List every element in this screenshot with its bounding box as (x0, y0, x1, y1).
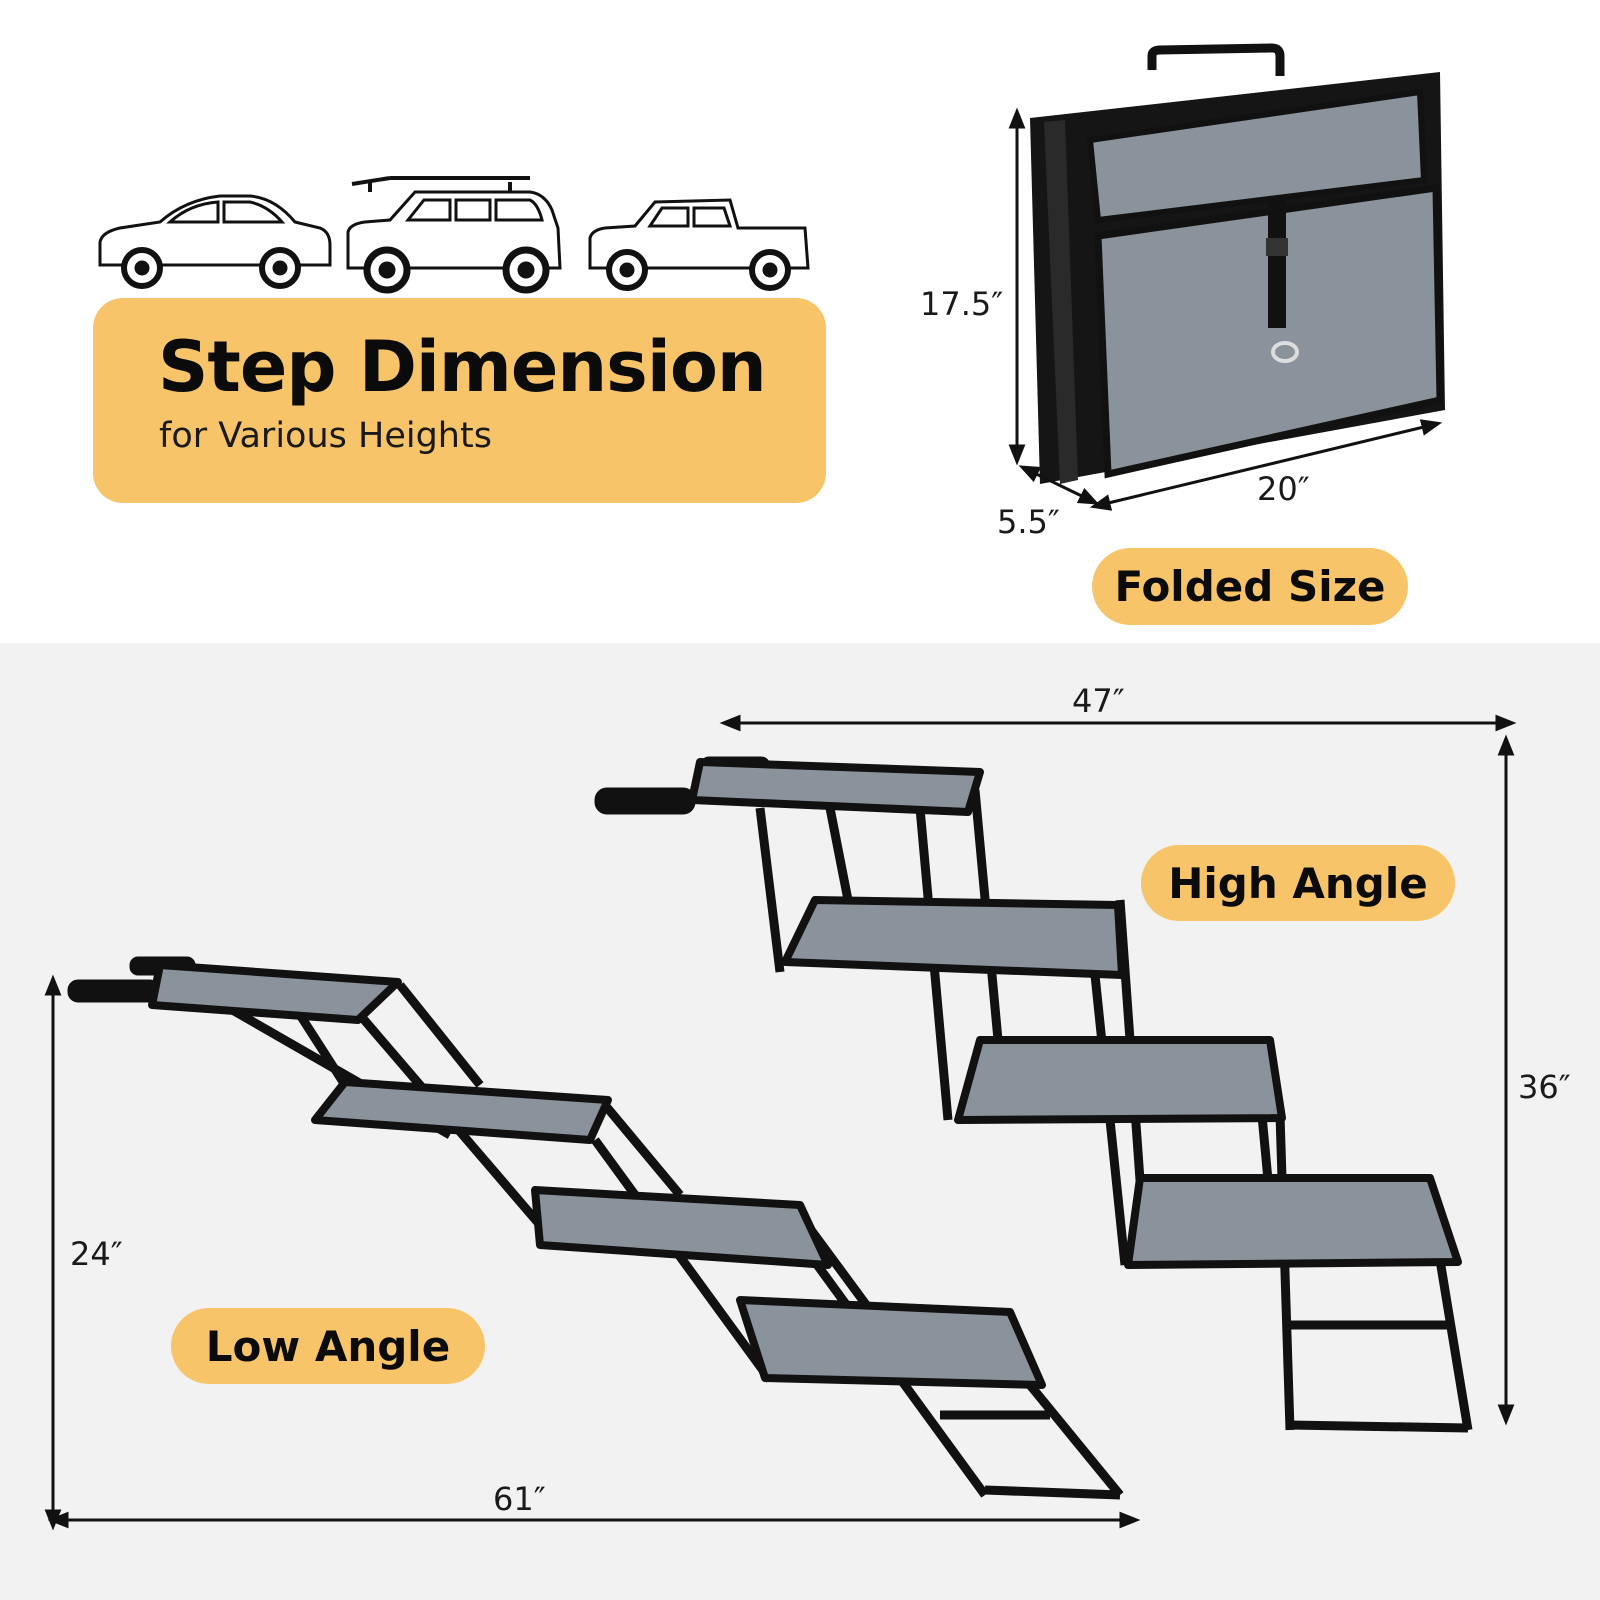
page-title: Step Dimension (158, 326, 767, 408)
folded-height-label: 17.5″ (920, 285, 1004, 323)
pickup-truck-icon (588, 198, 810, 291)
sedan-icon (98, 194, 332, 289)
high-angle-badge: High Angle (1141, 845, 1455, 921)
low-angle-steps-image (67, 956, 1124, 1500)
suv-icon (346, 176, 562, 294)
folded-steps-image (1030, 43, 1445, 484)
folded-depth-label: 5.5″ (997, 503, 1060, 541)
title-banner: Step Dimension for Various Heights (93, 298, 826, 503)
page-subtitle: for Various Heights (159, 416, 492, 456)
folded-size-badge: Folded Size (1092, 548, 1408, 625)
folded-width-label: 20″ (1257, 470, 1310, 508)
high-angle-length-label: 47″ (1072, 682, 1125, 720)
high-angle-steps-image (594, 756, 1473, 1433)
low-angle-height-label: 24″ (70, 1235, 123, 1273)
high-angle-height-label: 36″ (1518, 1068, 1571, 1106)
low-angle-badge: Low Angle (171, 1308, 485, 1384)
low-angle-length-label: 61″ (493, 1480, 546, 1518)
vehicle-icons (98, 176, 810, 294)
